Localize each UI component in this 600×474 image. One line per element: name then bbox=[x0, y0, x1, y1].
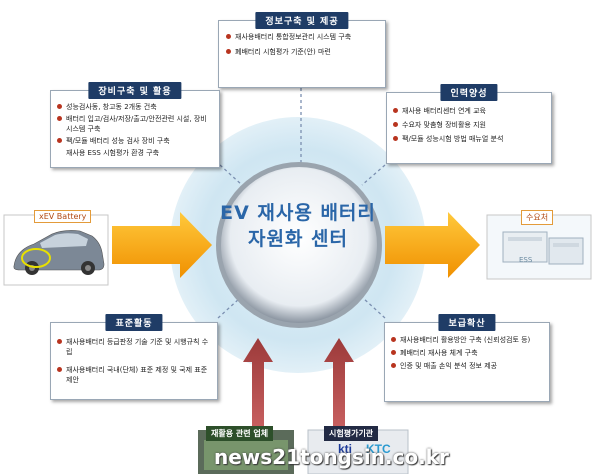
list-item: 성능검사동, 창고동 2개동 건축 bbox=[56, 102, 214, 112]
demand-label: 수요처 bbox=[521, 210, 554, 225]
center-ring-inner bbox=[221, 167, 377, 323]
list-item: 수요자 맞춤형 장비활용 지원 bbox=[392, 120, 546, 130]
list-item: 팩/모듈 배터리 성능 검사 장비 구축 bbox=[56, 136, 214, 146]
standard-box-title: 표준활동 bbox=[105, 314, 163, 331]
bottom-left-arrow bbox=[243, 338, 273, 430]
left-arrow bbox=[112, 212, 212, 278]
list-item: 배터리 입고/검사/저장/출고/안전관련 시설, 장비 시스템 구축 bbox=[56, 114, 214, 134]
list-item: 재사용 배터리센터 연계 교육 bbox=[392, 106, 546, 116]
equipment-box: 장비구축 및 활용 성능검사동, 창고동 2개동 건축 배터리 입고/검사/저장… bbox=[50, 82, 220, 168]
spread-box: 보급확산 재사용배터리 활용방안 구축 (신뢰성검토 등) 폐배터리 재사용 체… bbox=[384, 314, 550, 402]
list-item: 재사용 ESS 시험평가 환경 구축 bbox=[66, 149, 160, 157]
info-box: 정보구축 및 제공 재사용배터리 통합정보관리 시스템 구축 폐배터리 시험평가… bbox=[218, 12, 386, 88]
kti-logo: kti bbox=[338, 442, 353, 456]
list-item: 재사용배터리 등급판정 기술 기준 및 시행규칙 수립 bbox=[56, 337, 212, 357]
recycling-company-label: 재활용 관련 업체 bbox=[206, 426, 274, 441]
list-item: 팩/모듈 성능시험 방법 매뉴얼 분석 bbox=[392, 134, 546, 144]
car-illustration bbox=[13, 230, 105, 275]
talent-box-title: 인력양성 bbox=[440, 84, 498, 101]
list-item: 재사용배터리 국내(단체) 표준 제정 및 국제 표준 제안 bbox=[56, 365, 212, 385]
center-title: EV 재사용 배터리 자원화 센터 bbox=[200, 200, 396, 252]
standard-box-list: 재사용배터리 등급판정 기술 기준 및 시행규칙 수립 재사용배터리 국내(단체… bbox=[51, 337, 217, 385]
info-box-title: 정보구축 및 제공 bbox=[255, 12, 349, 29]
info-box-list: 재사용배터리 통합정보관리 시스템 구축 폐배터리 시험평가 기준(안) 마련 bbox=[219, 32, 385, 57]
dashed-connectors bbox=[217, 88, 386, 319]
bottom-right-arrow bbox=[324, 338, 354, 430]
list-item: 인증 및 매출 손익 분석 정보 제공 bbox=[390, 361, 544, 371]
equipment-box-title: 장비구축 및 활용 bbox=[88, 82, 182, 99]
xev-battery-label: xEV Battery bbox=[34, 210, 92, 223]
talent-box: 인력양성 재사용 배터리센터 연계 교육 수요자 맞춤형 장비활용 지원 팩/모… bbox=[386, 84, 552, 164]
ktc-logo: KTC bbox=[366, 442, 391, 456]
list-item: 재사용배터리 활용방안 구축 (신뢰성검토 등) bbox=[390, 335, 544, 345]
list-item: 재사용배터리 통합정보관리 시스템 구축 bbox=[225, 32, 379, 42]
spread-box-list: 재사용배터리 활용방안 구축 (신뢰성검토 등) 폐배터리 재사용 체계 구축 … bbox=[385, 335, 549, 371]
ess-label: ESS bbox=[519, 256, 533, 264]
right-arrow bbox=[385, 212, 480, 278]
center-title-line2: 자원화 센터 bbox=[247, 228, 348, 250]
testing-agency-label: 시험평가기관 bbox=[324, 426, 379, 441]
center-title-line1: EV 재사용 배터리 bbox=[220, 202, 376, 224]
equipment-box-list: 성능검사동, 창고동 2개동 건축 배터리 입고/검사/저장/출고/안전관련 시… bbox=[51, 102, 219, 158]
list-item: 폐배터리 재사용 체계 구축 bbox=[390, 348, 544, 358]
list-item: 폐배터리 시험평가 기준(안) 마련 bbox=[225, 47, 379, 57]
watermark-text: news21tongsin.co.kr bbox=[214, 445, 449, 469]
ess-illustration bbox=[502, 231, 584, 265]
spread-box-title: 보급확산 bbox=[438, 314, 496, 331]
talent-box-list: 재사용 배터리센터 연계 교육 수요자 맞춤형 장비활용 지원 팩/모듈 성능시… bbox=[387, 106, 551, 144]
standard-box: 표준활동 재사용배터리 등급판정 기술 기준 및 시행규칙 수립 재사용배터리 … bbox=[50, 314, 218, 400]
